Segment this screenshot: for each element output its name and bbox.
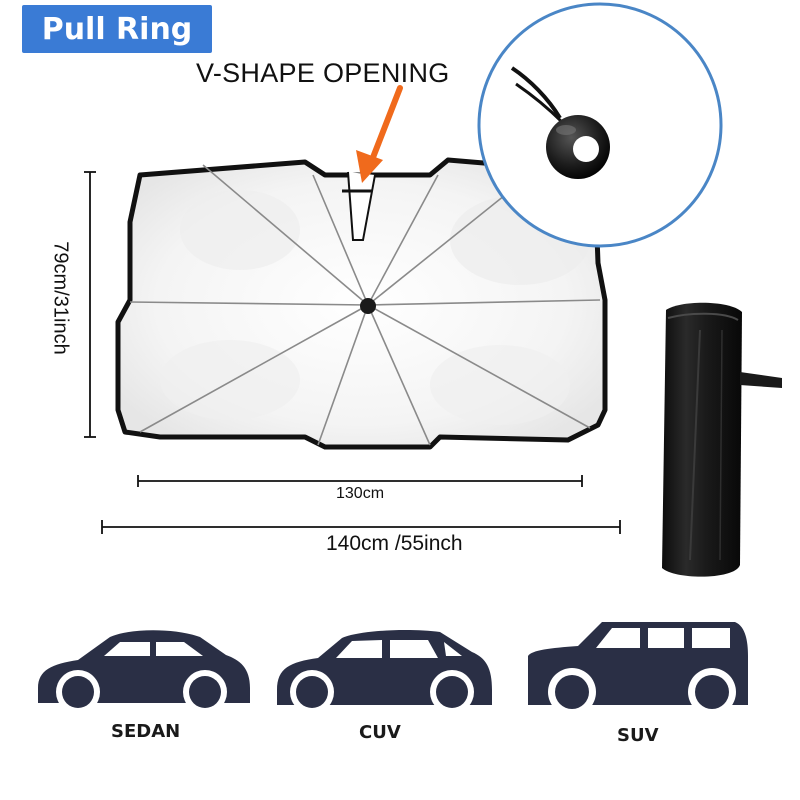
cuv-label: CUV <box>359 722 401 743</box>
sedan-silhouette-icon <box>38 630 250 714</box>
arrow-icon <box>356 85 403 183</box>
height-dimension-line <box>84 171 96 438</box>
pull-ring-badge: Pull Ring <box>22 5 212 53</box>
outer-width-dimension-line <box>101 520 621 534</box>
pull-ring-closeup-icon <box>477 2 723 248</box>
inner-width-dimension-line <box>137 475 583 487</box>
suv-silhouette-icon <box>528 622 748 716</box>
v-shape-opening-label: V-SHAPE OPENING <box>196 58 450 88</box>
sedan-label: SEDAN <box>111 721 181 742</box>
sunshade-icon <box>115 157 608 450</box>
height-dimension-label: 79cm/31inch <box>49 241 72 355</box>
outer-width-dimension-label: 140cm /55inch <box>326 532 463 555</box>
inner-width-dimension-label: 130cm <box>336 485 385 502</box>
storage-bag-icon <box>662 302 782 577</box>
suv-label: SUV <box>617 725 659 746</box>
cuv-silhouette-icon <box>277 630 492 714</box>
